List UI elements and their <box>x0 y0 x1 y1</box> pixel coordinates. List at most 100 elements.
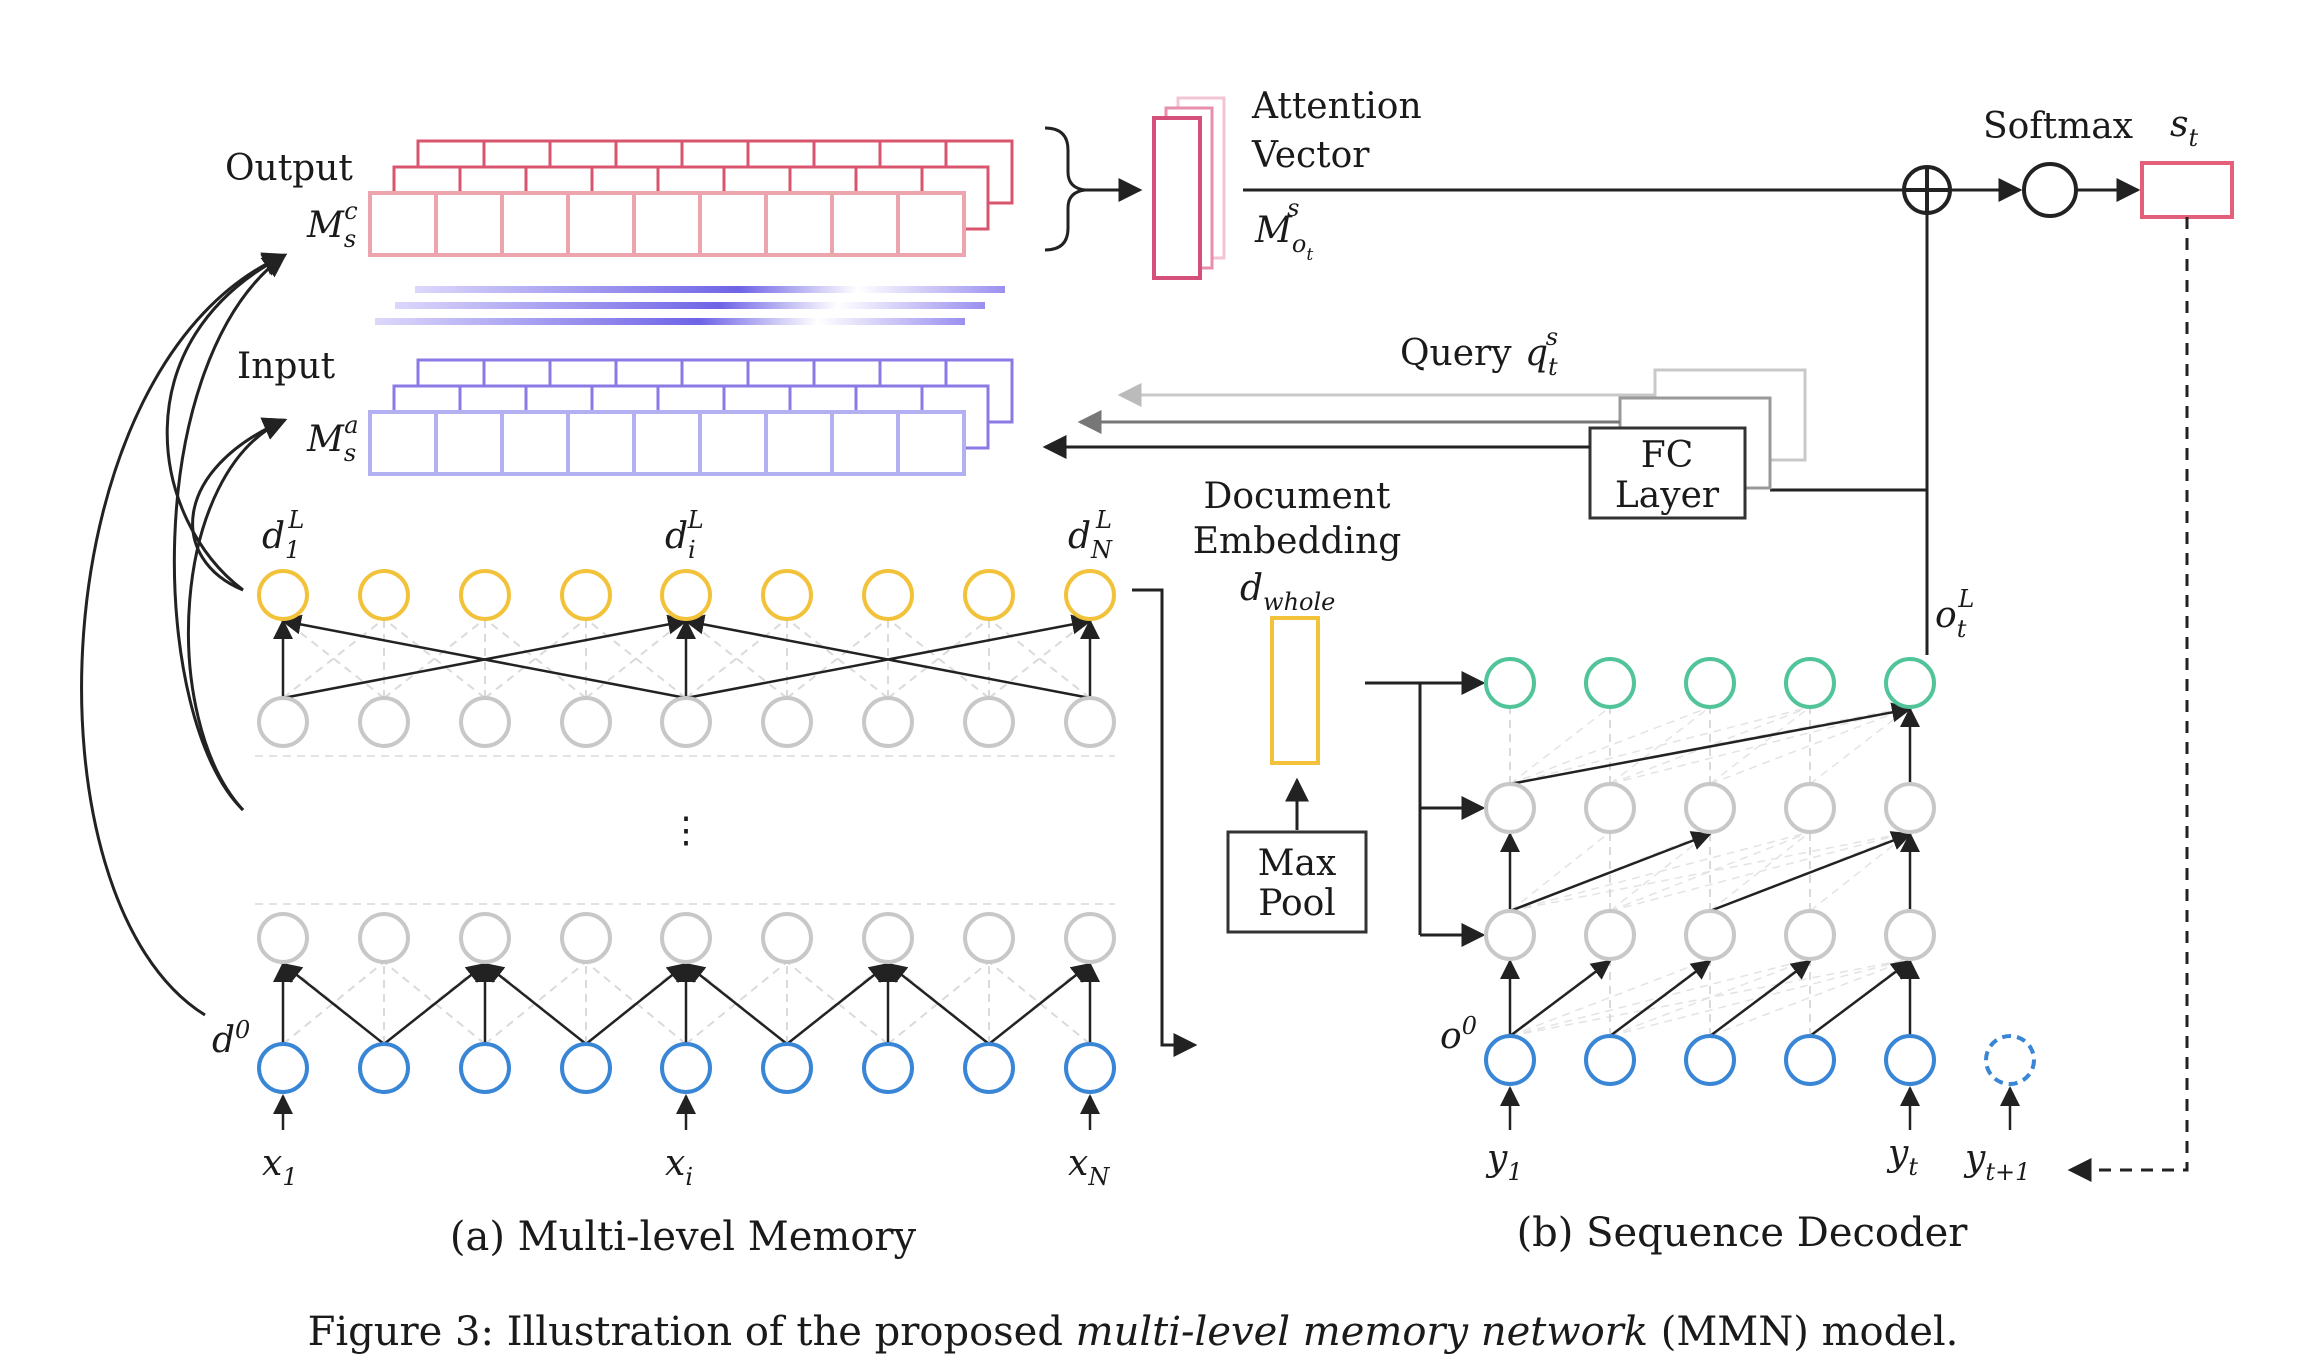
dec-grid-line <box>1709 706 1811 785</box>
dec-grid-line <box>1609 831 1711 912</box>
dec-grid-line <box>1509 706 1711 785</box>
enc-input-node <box>660 1042 712 1094</box>
enc-hidden-node <box>459 696 511 748</box>
enc-hidden-node <box>257 696 309 748</box>
input-memory-cell-l2-2 <box>500 410 570 476</box>
enc-top-label-1: d1L <box>262 506 304 564</box>
enc-hidden-node <box>862 912 914 964</box>
dec-connection <box>1609 959 1712 1037</box>
input-memory-symbol: Msa <box>306 411 359 467</box>
enc-grid-line <box>685 618 788 699</box>
memory-write-arrows <box>80 252 288 1017</box>
enc-hidden-node <box>660 696 712 748</box>
dec-hidden-node <box>1584 782 1636 834</box>
output-symbol: st <box>2170 104 2198 152</box>
input-memory-cell-l2-7 <box>830 410 900 476</box>
maxpool-box <box>1226 830 1368 934</box>
dec-hidden-node <box>1684 782 1736 834</box>
enc-hidden-node <box>560 696 612 748</box>
enc-grid-line <box>282 961 385 1045</box>
dec-grid-line <box>1509 958 1911 1037</box>
output-memory-cell-l2-6 <box>764 191 834 257</box>
output-memory-cell-l2-5 <box>698 191 768 257</box>
attention-vector <box>1152 96 1226 280</box>
enc-top-node <box>459 569 511 621</box>
enc-top-node <box>560 569 612 621</box>
dec-grid-line <box>1609 831 1811 912</box>
enc-grid-line <box>484 961 587 1045</box>
dec-connection <box>1509 959 1612 1037</box>
enc-input-x1: x1 <box>262 1143 298 1191</box>
dec-grid-line <box>1609 958 1811 1037</box>
enc-grid-line <box>988 961 1091 1045</box>
dec-grid-line <box>1709 706 1911 785</box>
enc-grid-line <box>887 618 990 699</box>
enc-input-node <box>257 1042 309 1094</box>
enc-grid-line <box>887 961 990 1045</box>
output-memory-cell-l2-2 <box>500 191 570 257</box>
maxpool-label-2: Pool <box>1258 883 1336 924</box>
enc-hidden-node <box>761 696 813 748</box>
encoder-to-maxpool-arrow <box>1132 588 1198 1057</box>
enc-grid-line <box>282 618 385 699</box>
input-memory-cell-l2-5 <box>698 410 768 476</box>
enc-input-node <box>560 1042 612 1094</box>
enc-top-node <box>862 569 914 621</box>
sum-operator <box>1902 165 1952 215</box>
input-memory-cell-l2-3 <box>566 410 636 476</box>
dec-hidden-node <box>1584 909 1636 961</box>
dec-grid-line <box>1509 706 1611 785</box>
enc-hidden-node <box>1064 912 1116 964</box>
output-memory <box>368 139 1014 257</box>
dec-grid-line <box>1709 958 1911 1037</box>
output-label: Output <box>225 148 353 189</box>
enc-connection <box>685 614 1092 700</box>
enc-input-node <box>862 1042 914 1094</box>
enc-connection <box>786 962 890 1045</box>
dec-grid-line <box>1609 706 1711 785</box>
dec-top-label: otL <box>1935 585 1974 643</box>
dec-grid-line <box>1509 958 1711 1037</box>
dec-input-yt: yt <box>1886 1133 1918 1181</box>
doc-embedding-symbol: dwhole <box>1240 568 1335 616</box>
dec-top-node <box>1684 657 1736 709</box>
enc-connection <box>585 962 688 1045</box>
enc-grid-line <box>988 618 1091 699</box>
dec-hidden-node <box>1684 909 1736 961</box>
dec-grid-line <box>1809 831 1911 912</box>
enc-connection <box>684 962 788 1045</box>
output-memory-cell-l2-1 <box>434 191 504 257</box>
dec-top-node <box>1584 657 1636 709</box>
dec-input-node <box>1684 1034 1736 1086</box>
enc-grid-line <box>786 961 889 1045</box>
attention-symbol: Mots <box>1254 194 1313 265</box>
enc-top-node <box>257 569 309 621</box>
dec-hidden-node <box>1884 782 1936 834</box>
query-label: Query <box>1400 333 1512 374</box>
enc-top-node <box>761 569 813 621</box>
caption-b: (b) Sequence Decoder <box>1517 1210 1969 1256</box>
dec-hidden-node <box>1784 909 1836 961</box>
dec-input-yt1: yt+1 <box>1963 1138 2030 1186</box>
memory-transform-bars <box>375 286 1005 325</box>
output-memory-cell-l2-8 <box>896 191 966 257</box>
input-memory-cell-l2-8 <box>896 410 966 476</box>
enc-grid-line <box>383 618 486 699</box>
enc-top-label-n: dNL <box>1068 506 1113 564</box>
dec-input-node <box>1884 1034 1936 1086</box>
enc-top-node <box>358 569 410 621</box>
output-memory-cell-l2-4 <box>632 191 702 257</box>
output-distribution-box <box>2140 161 2234 219</box>
fc-label-2: Layer <box>1615 475 1720 516</box>
enc-hidden-node <box>963 912 1015 964</box>
enc-input-node <box>459 1042 511 1094</box>
enc-grid-line <box>585 618 687 699</box>
dec-grid-line <box>1509 831 1911 912</box>
enc-connection <box>383 962 487 1045</box>
dec-connection <box>1509 831 1712 913</box>
enc-hidden-node <box>358 912 410 964</box>
dec-connection <box>1809 959 1912 1037</box>
enc-grid-line <box>585 961 687 1045</box>
enc-hidden-node <box>761 912 813 964</box>
